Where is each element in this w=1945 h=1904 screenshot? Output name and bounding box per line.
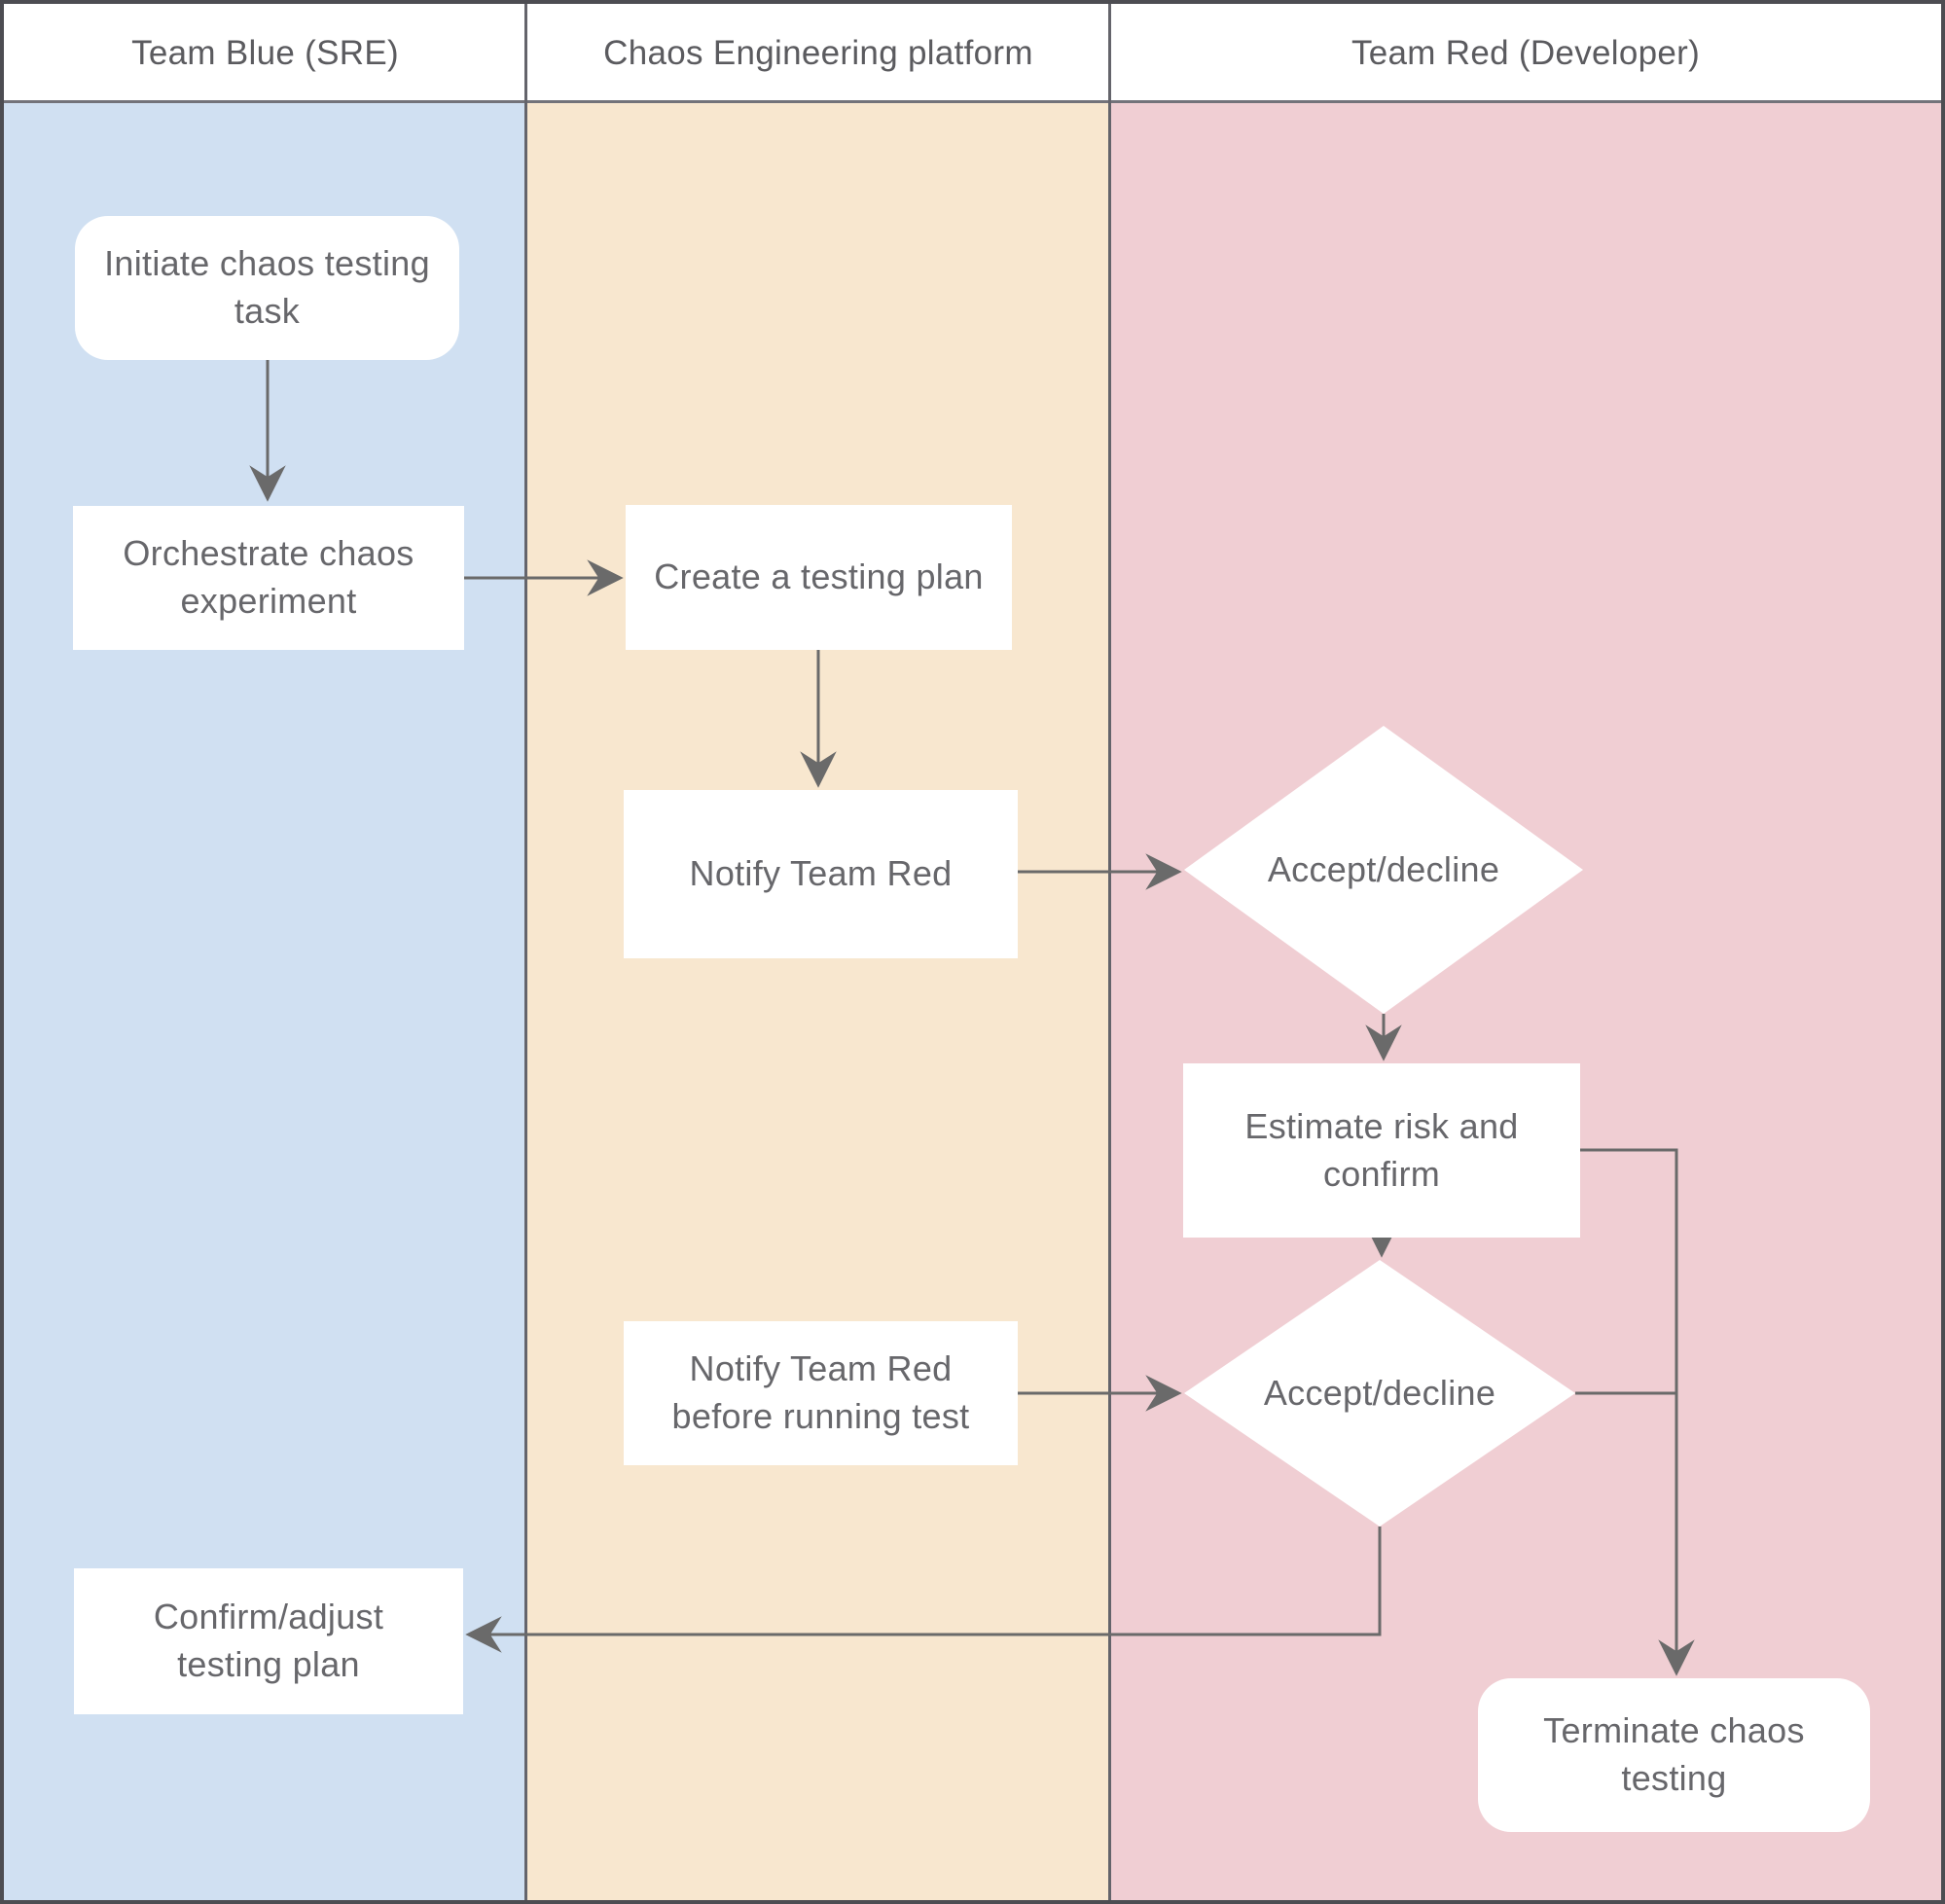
decision-diamond-2-shape — [1184, 1260, 1575, 1527]
lane-header-team-red: Team Red (Developer) — [1351, 34, 1701, 72]
lane-header-chaos-platform: Chaos Engineering platform — [603, 34, 1033, 72]
arrow-estimate-to-terminate — [1580, 1148, 1695, 1676]
node-terminate-chaos-testing: Terminate chaos testing — [1478, 1678, 1870, 1832]
node-estimate-risk-and-confirm: Estimate risk and confirm — [1183, 1063, 1580, 1238]
lane-divider-2 — [1108, 4, 1111, 1900]
decision-diamond-1-shape — [1184, 726, 1583, 1014]
node-confirm-adjust-testing-plan: Confirm/adjust testing plan — [74, 1568, 463, 1714]
node-orchestrate-chaos-experiment: Orchestrate chaos experiment — [73, 506, 464, 650]
node-accept-decline-2-label: Accept/decline — [1263, 1372, 1496, 1413]
swimlane-header-row: Team Blue (SRE) Chaos Engineering platfo… — [4, 4, 1941, 103]
header-divider-line — [4, 100, 1941, 103]
node-create-testing-plan: Create a testing plan — [626, 505, 1012, 650]
node-notify-team-red-before-running-test: Notify Team Red before running test — [624, 1321, 1018, 1465]
lane-divider-1 — [524, 4, 527, 1900]
node-initiate-chaos-testing-task: Initiate chaos testing task — [75, 216, 459, 360]
lane-chaos-platform — [526, 103, 1110, 1900]
arrow-accept2-to-confirm-adjust — [465, 1527, 1382, 1653]
node-accept-decline-1-label: Accept/decline — [1267, 848, 1500, 889]
lane-header-team-blue: Team Blue (SRE) — [131, 34, 399, 72]
lane-team-red — [1110, 103, 1941, 1900]
node-notify-team-red: Notify Team Red — [624, 790, 1018, 958]
